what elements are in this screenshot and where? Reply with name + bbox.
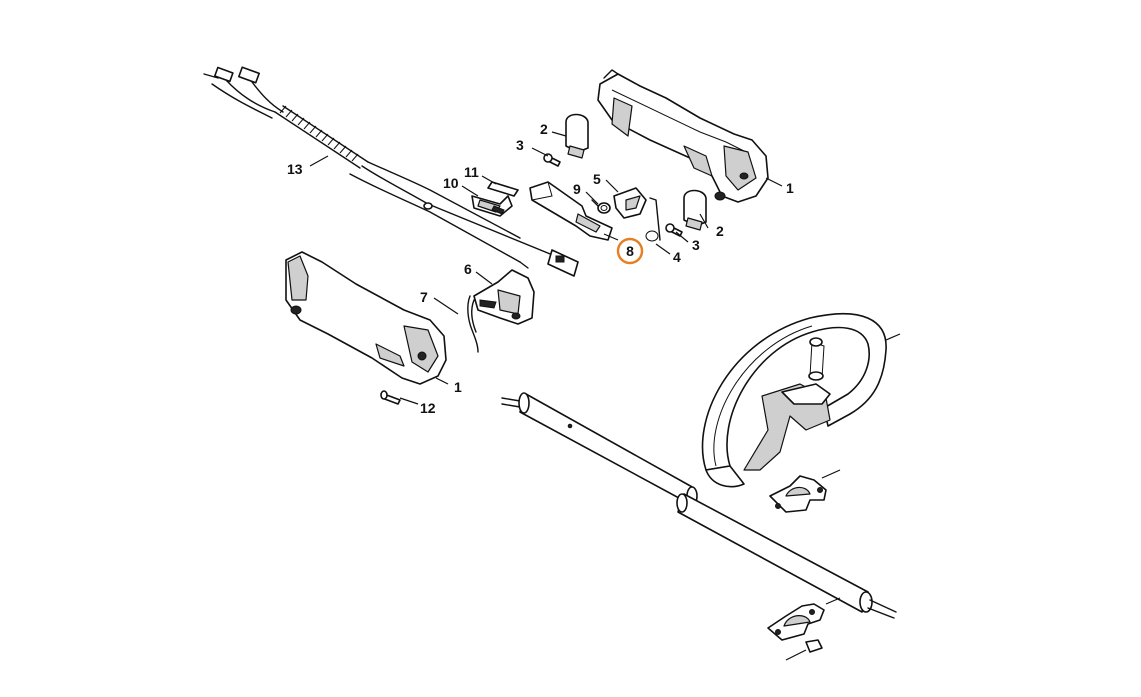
drive-shaft-tube: [501, 392, 897, 619]
clamp-right-part: [683, 189, 707, 231]
callout-10: 10: [443, 175, 459, 191]
wiring-harness-part: [203, 66, 579, 277]
callout-3-right: 3: [692, 237, 700, 253]
callout-leaders: [309, 131, 783, 405]
callout-9: 9: [573, 181, 581, 197]
callout-8: 8: [626, 243, 634, 259]
screw-lower-part: [380, 390, 401, 405]
callout-2-right: 2: [716, 223, 724, 239]
screw-right-part: [665, 223, 683, 237]
callout-5: 5: [593, 171, 601, 187]
spring-pin-part: [645, 197, 661, 242]
clamp-top-part: [565, 113, 589, 159]
handle-half-top-part: [597, 69, 769, 203]
switch-part: [471, 195, 513, 217]
callout-6: 6: [464, 261, 472, 277]
torsion-spring-part: [591, 199, 611, 214]
throttle-trigger-part: [529, 181, 613, 241]
lock-lever-part: [613, 187, 647, 219]
callout-8-highlight: 8: [616, 237, 644, 265]
callout-labels: 13 11 10 9 8 5 4 3 3 2 2 1 1 6 7 12: [287, 121, 794, 416]
callout-1-top: 1: [786, 180, 794, 196]
callout-2-top: 2: [540, 121, 548, 137]
shaft-bracket-part: [767, 597, 841, 661]
switch-cover-part: [487, 181, 519, 197]
loop-clamp-part: [769, 469, 841, 513]
highlight-ring: [616, 237, 644, 265]
callout-7: 7: [420, 289, 428, 305]
callout-13: 13: [287, 161, 303, 177]
switch-housing-part: [473, 269, 535, 325]
callout-4: 4: [673, 249, 681, 265]
spring-part: [467, 295, 479, 353]
callout-12: 12: [420, 400, 436, 416]
screw-top-part: [543, 153, 561, 167]
loop-handle-part: [701, 312, 901, 488]
callout-1-lower: 1: [454, 379, 462, 395]
handle-half-lower-part: [285, 251, 447, 385]
callout-11: 11: [464, 164, 479, 180]
callout-3-top: 3: [516, 137, 524, 153]
